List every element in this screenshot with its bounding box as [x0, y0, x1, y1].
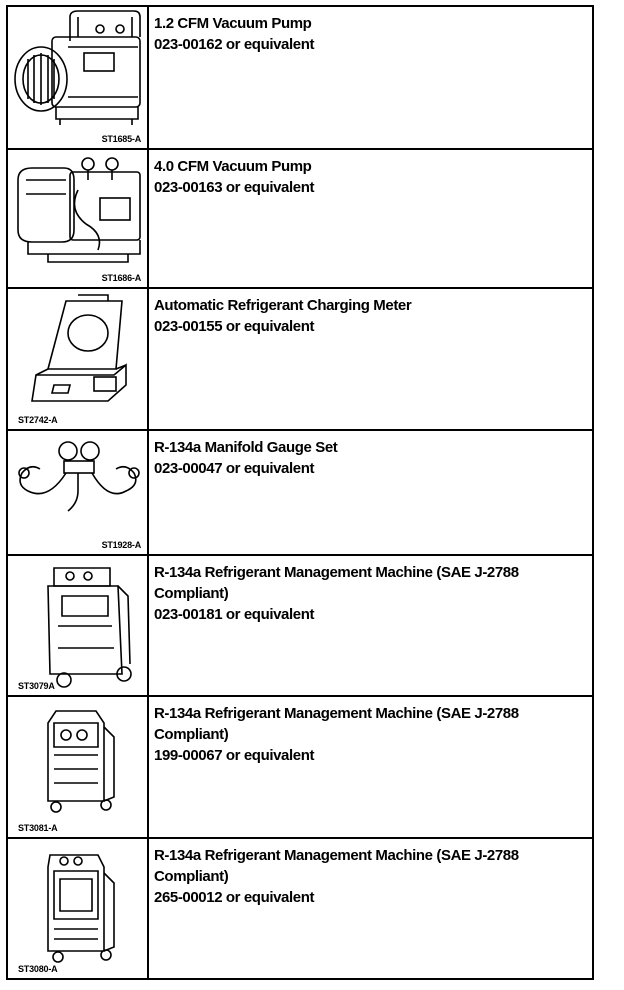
- tool-name: R-134a Refrigerant Management Machine (S…: [154, 564, 519, 581]
- tool-name: Automatic Refrigerant Charging Meter: [154, 297, 412, 314]
- tool-ref-code: ST2742-A: [18, 415, 58, 425]
- tool-name-cont: Compliant): [154, 585, 229, 602]
- tool-image-cell: ST1928-A: [6, 429, 149, 556]
- tool-row: ST1928-A R-134a Manifold Gauge Set 023-0…: [6, 429, 594, 556]
- tool-row: ST1686-A 4.0 CFM Vacuum Pump 023-00163 o…: [6, 148, 594, 289]
- tool-part-number: 023-00181 or equivalent: [154, 606, 315, 623]
- tool-name: R-134a Refrigerant Management Machine (S…: [154, 705, 519, 722]
- vacuum-pump-small-icon: [14, 10, 141, 125]
- vacuum-pump-large-icon: [17, 157, 141, 263]
- tool-image-cell: ST2742-A: [6, 287, 149, 431]
- tool-part-number: 023-00162 or equivalent: [154, 36, 315, 53]
- tool-row: ST2742-A Automatic Refrigerant Charging …: [6, 287, 594, 431]
- tool-name: 1.2 CFM Vacuum Pump: [154, 15, 312, 32]
- tool-image-cell: ST1686-A: [6, 148, 149, 289]
- special-tools-table: ST1685-A 1.2 CFM Vacuum Pump 023-00162 o…: [6, 5, 594, 980]
- tool-description: Automatic Refrigerant Charging Meter 023…: [147, 287, 594, 431]
- tool-ref-code: ST1928-A: [101, 540, 142, 550]
- tool-name-cont: Compliant): [154, 868, 229, 885]
- tool-name-cont: Compliant): [154, 726, 229, 743]
- tool-description: 1.2 CFM Vacuum Pump 023-00162 or equival…: [147, 5, 594, 150]
- tool-description: R-134a Refrigerant Management Machine (S…: [147, 695, 594, 839]
- tool-name: 4.0 CFM Vacuum Pump: [154, 158, 312, 175]
- tool-description: 4.0 CFM Vacuum Pump 023-00163 or equival…: [147, 148, 594, 289]
- refrigerant-machine-station-icon: [47, 854, 115, 963]
- tool-ref-code: ST1685-A: [101, 134, 142, 144]
- tool-row: ST3081-A R-134a Refrigerant Management M…: [6, 695, 594, 839]
- tool-part-number: 023-00047 or equivalent: [154, 460, 315, 477]
- tool-name: R-134a Manifold Gauge Set: [154, 439, 338, 456]
- tool-ref-code: ST3081-A: [18, 823, 58, 833]
- tool-part-number: 199-00067 or equivalent: [154, 747, 315, 764]
- tool-description: R-134a Manifold Gauge Set 023-00047 or e…: [147, 429, 594, 556]
- manifold-gauge-icon: [18, 441, 140, 512]
- tool-image-cell: ST3080-A: [6, 837, 149, 980]
- tool-image-cell: ST3081-A: [6, 695, 149, 839]
- tool-image-cell: ST1685-A: [6, 5, 149, 150]
- tool-part-number: 023-00155 or equivalent: [154, 318, 315, 335]
- tool-image-cell: ST3079A: [6, 554, 149, 697]
- tool-ref-code: ST1686-A: [101, 273, 142, 283]
- tool-part-number: 265-00012 or equivalent: [154, 889, 315, 906]
- tool-description: R-134a Refrigerant Management Machine (S…: [147, 554, 594, 697]
- refrigerant-machine-cabinet-icon: [47, 710, 115, 813]
- tool-ref-code: ST3080-A: [18, 964, 58, 974]
- tool-ref-code: ST3079A: [18, 681, 55, 691]
- tool-row: ST1685-A 1.2 CFM Vacuum Pump 023-00162 o…: [6, 5, 594, 150]
- tool-description: R-134a Refrigerant Management Machine (S…: [147, 837, 594, 980]
- tool-part-number: 023-00163 or equivalent: [154, 179, 315, 196]
- refrigerant-machine-cart-icon: [47, 567, 132, 688]
- tool-name: R-134a Refrigerant Management Machine (S…: [154, 847, 519, 864]
- tool-row: ST3079A R-134a Refrigerant Management Ma…: [6, 554, 594, 697]
- tool-row: ST3080-A R-134a Refrigerant Management M…: [6, 837, 594, 980]
- charging-meter-icon: [31, 294, 127, 402]
